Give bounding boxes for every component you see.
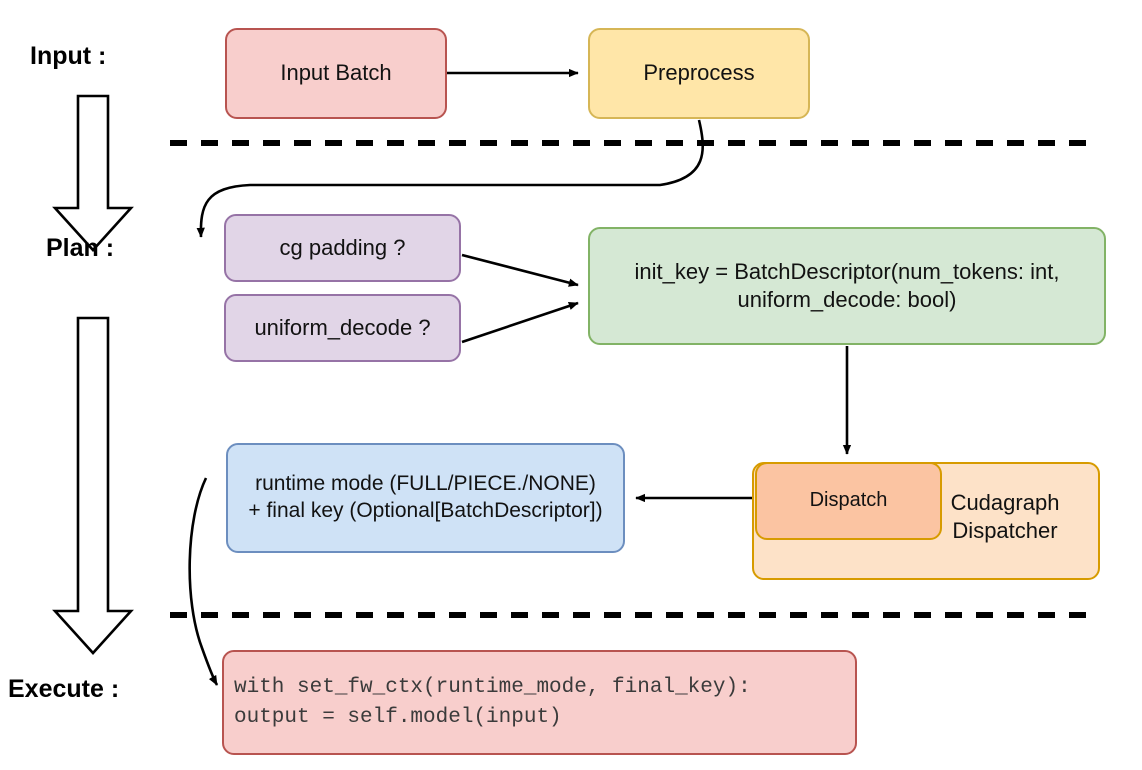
node-init-key-label: init_key = BatchDescriptor(num_tokens: i… — [634, 258, 1060, 312]
node-input-batch[interactable]: Input Batch — [225, 28, 447, 119]
node-input-batch-label: Input Batch — [280, 60, 392, 86]
node-preprocess-label: Preprocess — [643, 60, 755, 86]
edge-runtime-mode-to-code — [188, 477, 219, 686]
node-cg-padding-label: cg padding ? — [279, 234, 406, 260]
node-uniform-decode[interactable]: uniform_decode ? — [224, 294, 461, 362]
node-cudagraph-dispatcher-label: Cudagraph Dispatcher — [950, 489, 1060, 543]
stage-label-execute: Execute : — [8, 675, 120, 703]
node-uniform-decode-label: uniform_decode ? — [254, 314, 431, 340]
plan-to-execute-flow-arrow — [52, 316, 134, 655]
edge-cg-padding-to-init-key — [461, 253, 579, 287]
node-init-key[interactable]: init_key = BatchDescriptor(num_tokens: i… — [588, 227, 1106, 345]
node-cg-padding[interactable]: cg padding ? — [224, 214, 461, 282]
edge-uniform-decode-to-init-key — [461, 301, 579, 344]
node-runtime-mode-label: runtime mode (FULL/PIECE./NONE) + final … — [248, 472, 603, 522]
node-preprocess[interactable]: Preprocess — [588, 28, 810, 119]
node-execute-code-label: with set_fw_ctx(runtime_mode, final_key)… — [234, 675, 751, 729]
node-execute-code-block[interactable]: with set_fw_ctx(runtime_mode, final_key)… — [222, 650, 857, 755]
stage-label-plan: Plan : — [46, 234, 115, 262]
node-runtime-mode[interactable]: runtime mode (FULL/PIECE./NONE) + final … — [226, 443, 625, 553]
stage-label-input: Input : — [30, 42, 107, 70]
node-dispatch-label: Dispatch — [809, 489, 888, 512]
node-dispatch[interactable]: Dispatch — [755, 462, 942, 540]
input-to-plan-flow-arrow — [52, 94, 134, 252]
